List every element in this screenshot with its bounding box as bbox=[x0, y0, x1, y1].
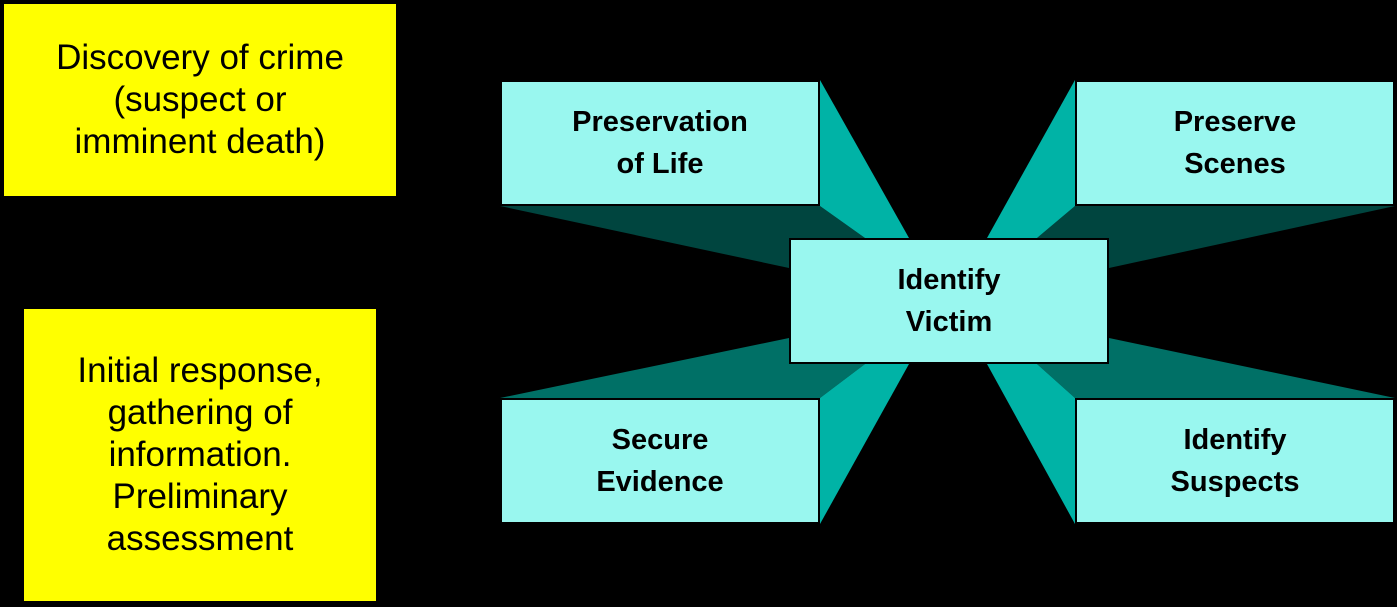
connector-preservation-bottom bbox=[500, 206, 865, 268]
node-preserve-scenes: Preserve Scenes bbox=[1075, 80, 1395, 206]
note-initial-response: Initial response, gathering of informati… bbox=[22, 307, 378, 603]
connector-preservation-side bbox=[820, 80, 909, 238]
node-label-line: Suspects bbox=[1170, 466, 1300, 498]
connector-secure-top bbox=[500, 338, 865, 398]
node-label-line: Preserve bbox=[1173, 106, 1297, 138]
node-preservation-of-life: Preservation of Life bbox=[500, 80, 820, 206]
node-label-line: Secure bbox=[611, 424, 709, 456]
node-label-line: Evidence bbox=[596, 466, 724, 498]
note-line: assessment bbox=[106, 519, 294, 558]
node-label-line: Preservation bbox=[572, 106, 748, 138]
note-line: (suspect or bbox=[113, 80, 287, 119]
note-line: imminent death) bbox=[74, 122, 326, 161]
connector-preserve-bottom bbox=[1037, 206, 1395, 268]
note-line: Discovery of crime bbox=[56, 38, 344, 77]
note-line: gathering of bbox=[107, 393, 293, 432]
connector-secure-side bbox=[820, 364, 909, 524]
note-discovery-of-crime: Discovery of crime (suspect or imminent … bbox=[2, 2, 398, 198]
node-label-line: Scenes bbox=[1184, 148, 1286, 180]
node-label-line: Victim bbox=[905, 306, 993, 338]
node-identify-victim: Identify Victim bbox=[789, 238, 1109, 364]
node-label-line: Identify bbox=[1183, 424, 1287, 456]
note-line: Initial response, bbox=[77, 351, 323, 390]
note-line: Preliminary bbox=[112, 477, 288, 516]
node-secure-evidence: Secure Evidence bbox=[500, 398, 820, 524]
connector-suspects-side bbox=[987, 364, 1075, 524]
connector-suspects-top bbox=[1037, 338, 1395, 398]
node-identify-suspects: Identify Suspects bbox=[1075, 398, 1395, 524]
node-label-line: of Life bbox=[616, 148, 704, 180]
connector-preserve-side bbox=[987, 80, 1075, 238]
node-label-line: Identify bbox=[897, 264, 1001, 296]
note-line: information. bbox=[108, 435, 292, 474]
